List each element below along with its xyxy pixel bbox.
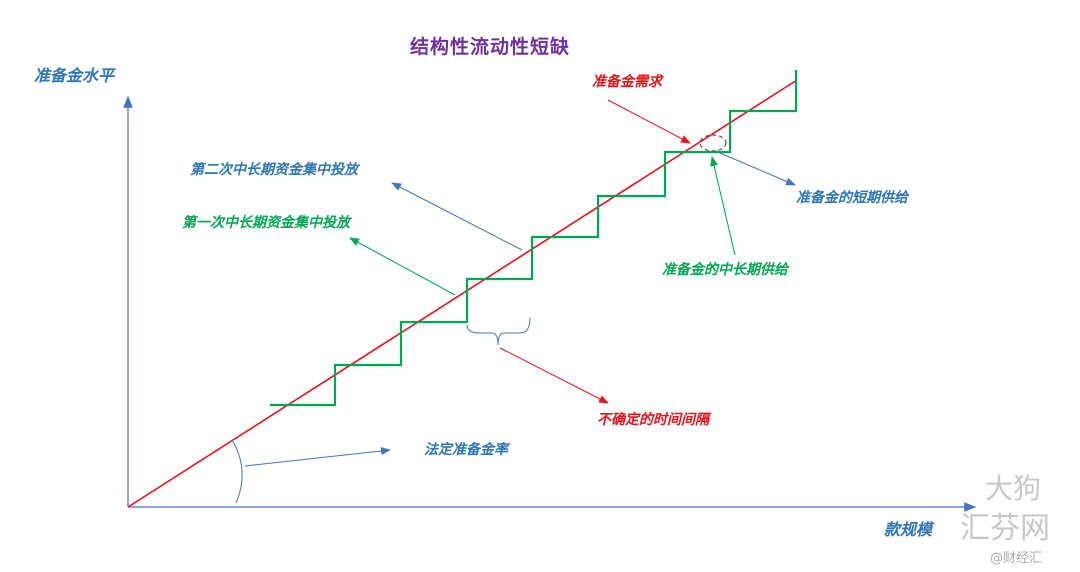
watermark-text: @财经汇 bbox=[990, 551, 1043, 566]
watermark-text: 大狗 bbox=[985, 472, 1042, 505]
mid-long-term-supply-label: 准备金的中长期供给 bbox=[662, 262, 788, 278]
arrow-first-injection bbox=[349, 237, 456, 296]
arrow-demand bbox=[607, 99, 691, 144]
arrow-statutory bbox=[244, 447, 391, 467]
arrow-mid-long-term bbox=[710, 156, 736, 256]
arrow-short-term bbox=[719, 152, 796, 186]
statutory-ratio-arc bbox=[231, 439, 243, 504]
first-injection-label: 第一次中长期资金集中投放 bbox=[182, 215, 350, 231]
arrow-second-injection bbox=[391, 182, 523, 251]
interval-brace bbox=[466, 317, 531, 346]
reserve-supply-staircase bbox=[270, 70, 798, 407]
short-term-supply-ellipse bbox=[699, 134, 727, 152]
statutory-ratio-label: 法定准备金率 bbox=[424, 442, 508, 458]
short-term-supply-label: 准备金的短期供给 bbox=[796, 190, 908, 206]
diagram-title: 结构性流动性短缺 bbox=[410, 36, 571, 58]
second-injection-label: 第二次中长期资金集中投放 bbox=[190, 162, 358, 178]
x-axis-label: 款规模 bbox=[884, 520, 933, 539]
watermark-text: 汇芬网 bbox=[960, 511, 1050, 546]
uncertain-interval-label: 不确定的时间间隔 bbox=[597, 412, 709, 428]
y-axis-label: 准备金水平 bbox=[34, 66, 115, 85]
reserve-demand-label: 准备金需求 bbox=[592, 74, 662, 90]
arrow-interval bbox=[499, 347, 609, 404]
